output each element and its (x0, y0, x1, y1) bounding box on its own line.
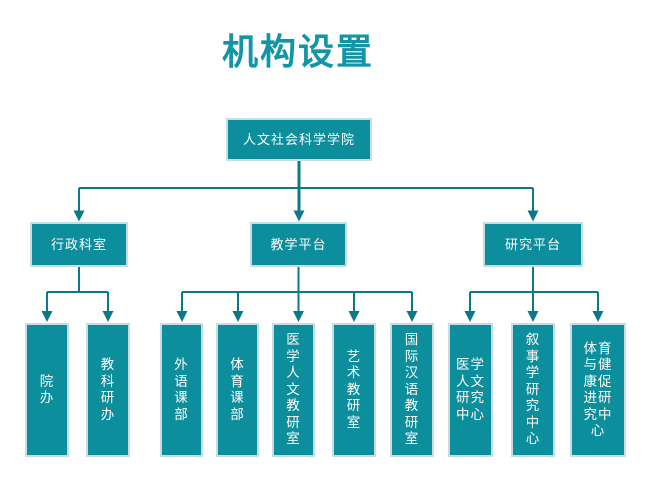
page-title: 机构设置 (221, 31, 374, 72)
node-dean-office: 院 办 (25, 323, 69, 457)
node-sports-health-research-center-label: 体育 与健 康促 进研 究中 心 (583, 340, 613, 439)
node-dean-office-label: 院 办 (39, 373, 55, 406)
node-narratology-research-center: 叙 事 学 研 究 中 心 (511, 323, 555, 457)
node-medical-humanities-research-center: 医学 人文 研究 中心 (448, 323, 493, 457)
node-narratology-research-center-label: 叙 事 学 研 究 中 心 (525, 332, 541, 447)
node-research-platform-label: 研究平台 (504, 236, 561, 252)
node-college: 人文社会科学学院 (226, 118, 372, 161)
node-teaching-research-office-label: 教 科 研 办 (100, 357, 116, 422)
arrow-down-icon (464, 311, 476, 322)
node-sports-health-research-center: 体育 与健 康促 进研 究中 心 (570, 323, 626, 457)
node-foreign-language-dept-label: 外 语 课 部 (174, 357, 189, 422)
arrow-down-icon (592, 311, 604, 322)
arrow-down-icon (41, 311, 53, 322)
node-teaching-research-office: 教 科 研 办 (86, 323, 130, 457)
arrow-down-icon (293, 210, 305, 222)
node-art-teaching-label: 艺 术 教 研 室 (346, 348, 362, 430)
arrow-down-icon (176, 311, 188, 322)
node-medical-humanities-research-center-label: 医学 人文 研究 中心 (456, 357, 485, 422)
node-college-label: 人文社会科学学院 (242, 131, 355, 147)
arrow-down-icon (232, 311, 244, 322)
node-medical-humanities-teaching-label: 医 学 人 文 教 研 室 (286, 332, 301, 447)
node-medical-humanities-teaching: 医 学 人 文 教 研 室 (272, 323, 315, 457)
node-foreign-language-dept: 外 语 课 部 (160, 323, 203, 457)
arrow-down-icon (527, 210, 539, 222)
node-admin-offices: 行政科室 (30, 222, 128, 267)
node-research-platform: 研究平台 (483, 222, 583, 267)
arrow-down-icon (102, 311, 114, 322)
node-pe-dept: 体 育 课 部 (216, 323, 259, 457)
arrow-down-icon (527, 311, 539, 322)
node-teaching-platform-label: 教学平台 (270, 236, 327, 252)
node-admin-offices-label: 行政科室 (50, 236, 107, 252)
arrow-down-icon (406, 311, 418, 322)
node-pe-dept-label: 体 育 课 部 (230, 357, 245, 422)
node-international-chinese-teaching: 国 际 汉 语 教 研 室 (390, 323, 434, 457)
node-art-teaching: 艺 术 教 研 室 (332, 323, 376, 457)
node-teaching-platform: 教学平台 (250, 222, 347, 267)
arrow-down-icon (73, 210, 85, 222)
arrow-down-icon (348, 311, 360, 322)
node-international-chinese-teaching-label: 国 际 汉 语 教 研 室 (404, 332, 420, 447)
arrow-down-icon (293, 311, 304, 322)
